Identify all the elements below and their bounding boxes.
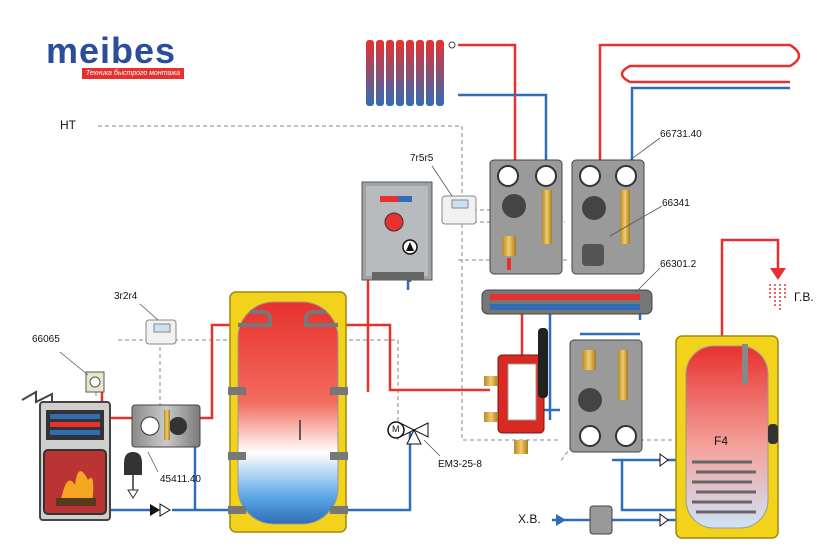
valve-motor-label: M xyxy=(392,424,400,434)
label-66341: 66341 xyxy=(662,198,690,209)
cold-water-inlet xyxy=(556,453,669,535)
controller-7r5r5 xyxy=(441,195,477,225)
label-66301: 66301.2 xyxy=(660,259,697,270)
mixing-valve-icon xyxy=(387,421,429,445)
label-66731: 66731.40 xyxy=(660,129,702,140)
controller-3r2r4 xyxy=(145,319,177,345)
pump-group-radiator xyxy=(489,159,563,275)
label-hot-water: Г.В. xyxy=(794,290,814,304)
label-66065: 66065 xyxy=(32,334,60,345)
pump-group-floor-66731 xyxy=(571,159,645,275)
radiator-icon xyxy=(366,40,456,106)
manifold-66301 xyxy=(481,289,653,315)
pump-icon xyxy=(402,239,418,255)
hydraulic-separator xyxy=(484,328,548,454)
gas-boiler-module xyxy=(361,181,433,281)
brand-name: meibes xyxy=(46,30,177,71)
label-7r5r5: 7r5r5 xyxy=(410,153,434,164)
label-cold-water: Х.В. xyxy=(518,512,541,526)
label-45411: 45411.40 xyxy=(160,474,201,485)
label-3r2r4: 3r2r4 xyxy=(114,291,138,302)
pump-group-dhw xyxy=(569,339,643,453)
buffer-tank-icon xyxy=(228,291,348,533)
boiler-icon xyxy=(21,390,111,521)
label-f4: F4 xyxy=(714,434,729,448)
brand-slogan: Техника быстрого монтажа xyxy=(82,68,184,79)
dhw-tank-icon xyxy=(675,335,779,539)
label-em3: EM3-25-8 xyxy=(438,459,482,470)
check-valve-icon xyxy=(150,503,171,517)
shower-icon xyxy=(769,268,786,312)
brand-logo-text: meibes Техника быстрого монтажа xyxy=(46,30,186,82)
expansion-vessel-icon xyxy=(124,452,142,499)
leader-lines xyxy=(59,137,663,473)
boiler-pump-group-45411 xyxy=(131,404,201,448)
label-ht: HT xyxy=(60,118,76,132)
